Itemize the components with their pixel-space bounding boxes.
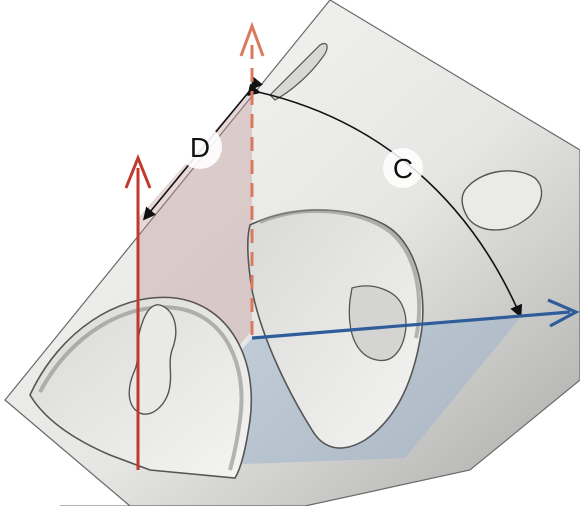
dimension-d-label: D [190,132,210,163]
dimension-c-label: C [393,153,413,184]
red-dashed-arrow-head [239,21,265,57]
dimension-c-label-bg [383,148,423,188]
red-vertical-arrow-head [124,153,152,189]
blue-arrow-head [547,298,580,328]
left-cut-rim [38,305,244,471]
blue-arrow-shaft [251,310,571,340]
dimension-d-label-bg [178,125,222,169]
